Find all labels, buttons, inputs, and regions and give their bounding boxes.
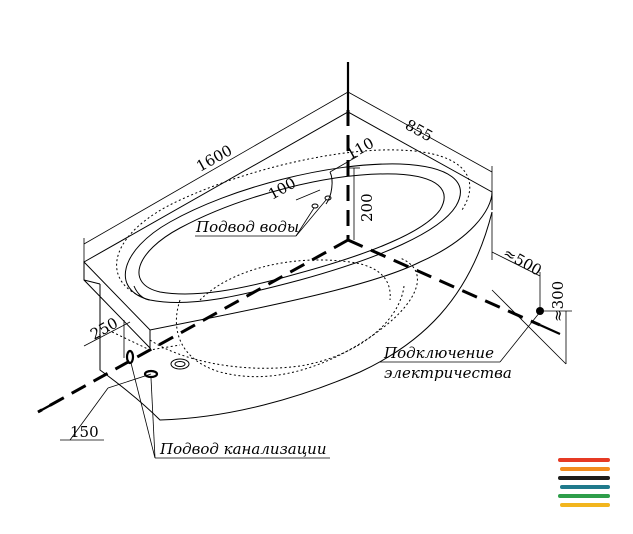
basin-inner	[138, 173, 445, 295]
hidden-contour-1	[116, 149, 471, 297]
drain-outlet	[170, 358, 190, 370]
dim-ext-300-bottom	[491, 289, 567, 365]
leader-water-2	[295, 199, 327, 237]
front-apron	[99, 211, 493, 421]
callout-water-supply: Подвод воды	[195, 218, 299, 236]
dim-width-label: 855	[402, 116, 436, 146]
axis-left-end	[37, 399, 61, 413]
dim-line-150	[107, 373, 152, 389]
brand-logo	[558, 458, 610, 507]
dim-leader-150	[69, 387, 109, 441]
dim-250-label: 250	[87, 314, 121, 344]
faucet-valve-2	[324, 195, 332, 201]
leader-electric	[499, 311, 541, 363]
faucet-spout	[325, 171, 333, 205]
dim-200-label: 200	[358, 193, 376, 222]
dim-length-label: 1600	[193, 141, 235, 175]
callout-leaders	[130, 199, 541, 459]
headrest-left	[133, 285, 151, 301]
dim-ext-250-top	[83, 321, 131, 347]
logo-stripe-2	[560, 467, 610, 471]
dim-line-width	[347, 91, 493, 173]
dim-100-label: 100	[265, 174, 299, 204]
drain-connection-2	[143, 369, 159, 379]
leader-water-1	[295, 207, 315, 237]
drain-outlet-inner	[174, 361, 186, 367]
hidden-contour-3	[149, 285, 405, 369]
leader-drain-1	[130, 362, 156, 459]
dim-line-length	[83, 91, 349, 245]
dim-line-500	[491, 251, 541, 277]
faucet-valve	[311, 203, 319, 209]
apron-join	[83, 279, 101, 285]
rim-front-edge	[83, 262, 151, 350]
dim-500-label: ≈500	[500, 244, 545, 280]
leader-drain-2	[150, 377, 156, 459]
logo-stripe-4	[560, 485, 610, 489]
logo-stripe-6	[560, 503, 610, 507]
axis-left-dashed	[37, 238, 349, 414]
dim-line-100	[295, 189, 321, 201]
logo-stripe-3	[558, 476, 610, 480]
callout-electric-line1: Подключение	[383, 344, 494, 362]
dim-300-label: ≈300	[549, 281, 567, 322]
callout-drain: Подвод канализации	[159, 440, 327, 458]
bathtub-body	[83, 111, 544, 421]
axis-right-end	[539, 323, 561, 336]
hidden-contour-4	[199, 259, 391, 301]
dim-150-label: 150	[70, 423, 99, 441]
callout-electric-line2: электричества	[384, 364, 512, 382]
basin-outer	[124, 163, 461, 304]
logo-stripe-5	[558, 494, 610, 498]
rim-outline	[83, 111, 493, 331]
drain-connection-1	[125, 349, 135, 365]
dim-line-110	[329, 155, 359, 173]
logo-stripe-1	[558, 458, 610, 462]
hidden-contour-5	[107, 329, 181, 351]
dimension-lines	[60, 91, 572, 441]
